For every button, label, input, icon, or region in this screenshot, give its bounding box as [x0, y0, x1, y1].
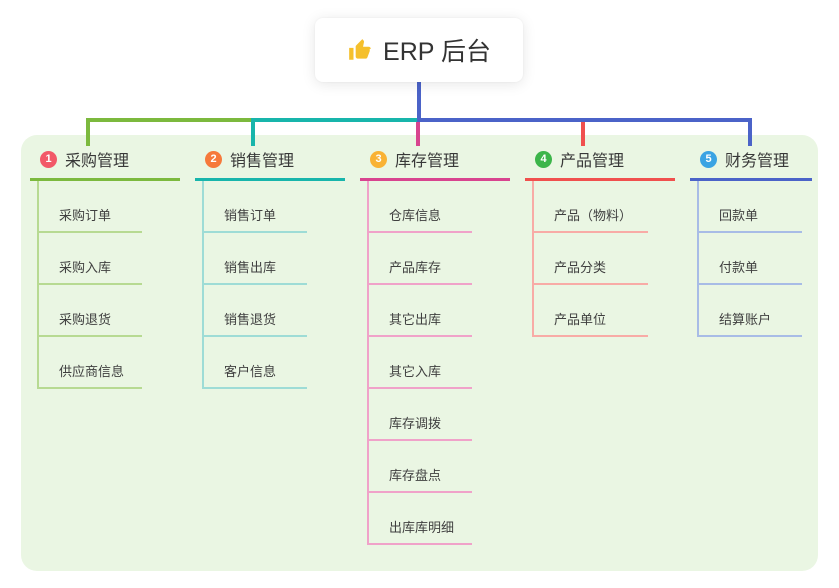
child-node[interactable]: 其它入库 [369, 337, 472, 389]
connector-bus-left [86, 118, 255, 122]
branch-children: 采购订单采购入库采购退货供应商信息 [37, 181, 142, 389]
connector-drop-branch-4 [581, 122, 585, 146]
child-node[interactable]: 产品（物料） [534, 181, 649, 233]
child-node[interactable]: 产品单位 [534, 285, 649, 337]
child-node[interactable]: 其它出库 [369, 285, 472, 337]
child-node[interactable]: 采购订单 [39, 181, 142, 233]
thumbs-up-icon [347, 37, 373, 63]
connector-root-stem [417, 82, 421, 122]
branch-children: 仓库信息产品库存其它出库其它入库库存调拨库存盘点出库库明细 [367, 181, 472, 545]
branch-node-2[interactable]: 2 销售管理 [195, 148, 345, 181]
branch-label: 财务管理 [725, 153, 790, 170]
branch-children: 产品（物料）产品分类产品单位 [532, 181, 649, 337]
child-node[interactable]: 出库库明细 [369, 493, 472, 545]
branch-label: 库存管理 [395, 153, 460, 170]
child-node[interactable]: 销售退货 [204, 285, 307, 337]
branch-number-badge: 1 [40, 150, 57, 168]
child-node[interactable]: 库存盘点 [369, 441, 472, 493]
child-node[interactable]: 产品库存 [369, 233, 472, 285]
root-node-label: ERP 后台 [383, 38, 491, 66]
child-node[interactable]: 付款单 [699, 233, 802, 285]
branch-node-1[interactable]: 1 采购管理 [30, 148, 180, 181]
child-node[interactable]: 库存调拨 [369, 389, 472, 441]
branch-5: 5 财务管理回款单付款单结算账户 [690, 148, 812, 337]
branch-number-badge: 5 [700, 150, 717, 168]
child-node[interactable]: 回款单 [699, 181, 802, 233]
connector-drop-branch-5 [748, 118, 752, 146]
branch-label: 采购管理 [65, 153, 130, 170]
branch-3: 3 库存管理仓库信息产品库存其它出库其它入库库存调拨库存盘点出库库明细 [360, 148, 510, 545]
branch-number-badge: 2 [205, 150, 222, 168]
branch-label: 销售管理 [230, 153, 295, 170]
connector-drop-branch-3 [416, 122, 420, 146]
branch-node-4[interactable]: 4 产品管理 [525, 148, 675, 181]
branch-number-badge: 3 [370, 150, 387, 168]
child-node[interactable]: 仓库信息 [369, 181, 472, 233]
branch-1: 1 采购管理采购订单采购入库采购退货供应商信息 [30, 148, 180, 389]
connector-bus-right [417, 118, 752, 122]
branch-children: 回款单付款单结算账户 [697, 181, 802, 337]
child-node[interactable]: 产品分类 [534, 233, 649, 285]
child-node[interactable]: 结算账户 [699, 285, 802, 337]
root-node[interactable]: ERP 后台 [315, 18, 523, 82]
connector-bus-middle [251, 118, 421, 122]
branch-number-badge: 4 [535, 150, 552, 168]
branch-node-3[interactable]: 3 库存管理 [360, 148, 510, 181]
child-node[interactable]: 供应商信息 [39, 337, 142, 389]
child-node[interactable]: 客户信息 [204, 337, 307, 389]
branch-node-5[interactable]: 5 财务管理 [690, 148, 812, 181]
branch-2: 2 销售管理销售订单销售出库销售退货客户信息 [195, 148, 345, 389]
branch-4: 4 产品管理产品（物料）产品分类产品单位 [525, 148, 675, 337]
mindmap-canvas [21, 135, 818, 571]
child-node[interactable]: 采购退货 [39, 285, 142, 337]
child-node[interactable]: 销售出库 [204, 233, 307, 285]
branch-label: 产品管理 [560, 153, 625, 170]
connector-drop-branch-1 [86, 118, 90, 146]
child-node[interactable]: 采购入库 [39, 233, 142, 285]
connector-drop-branch-2 [251, 118, 255, 146]
child-node[interactable]: 销售订单 [204, 181, 307, 233]
branch-children: 销售订单销售出库销售退货客户信息 [202, 181, 307, 389]
